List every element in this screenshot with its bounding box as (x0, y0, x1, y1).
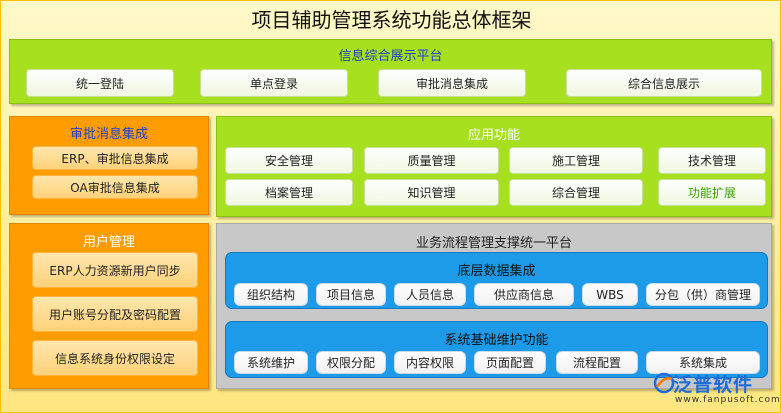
account-password-config-box: 用户账号分配及密码配置 (32, 296, 198, 332)
single-sign-on-box: 单点登录 (200, 69, 348, 97)
general-management-box: 综合管理 (509, 179, 643, 206)
watermark-url: www.fanpusoft.com (675, 395, 781, 405)
supplier-info-box: 供应商信息 (474, 283, 574, 306)
base-data-integration-title: 底层数据集成 (457, 264, 536, 279)
comprehensive-info-display-box: 综合信息展示 (566, 69, 762, 97)
system-maintenance-box: 系统维护 (234, 351, 308, 374)
info-display-platform-title: 信息综合展示平台 (338, 49, 443, 64)
technical-management-box: 技术管理 (658, 147, 766, 174)
watermark-brand-name: 泛普软件 (673, 374, 754, 396)
base-data-integration-panel: 底层数据集成 组织结构 项目信息 人员信息 供应商信息 WBS 分包（供）商管理 (225, 252, 768, 309)
approval-message-integration-box: 审批消息集成 (378, 69, 526, 97)
safety-management-box: 安全管理 (225, 147, 353, 174)
business-process-platform-panel: 业务流程管理支撑统一平台 底层数据集成 组织结构 项目信息 人员信息 供应商信息… (216, 223, 772, 389)
approval-integration-panel: 审批消息集成 ERP、审批信息集成 OA审批信息集成 (9, 116, 209, 215)
user-management-title: 用户管理 (82, 235, 135, 250)
archive-management-box: 档案管理 (225, 179, 353, 206)
content-permission-box: 内容权限 (394, 351, 466, 374)
construction-management-box: 施工管理 (509, 147, 643, 174)
function-extension-box: 功能扩展 (658, 179, 766, 206)
erp-hr-user-sync-box: ERP人力资源新用户同步 (32, 252, 198, 288)
fanpusoft-watermark: 泛普软件 www.fanpusoft.com (653, 370, 781, 412)
wbs-box: WBS (582, 283, 638, 306)
knowledge-management-box: 知识管理 (364, 179, 499, 206)
app-functions-title: 应用功能 (467, 128, 520, 143)
page-config-box: 页面配置 (474, 351, 546, 374)
fanpusoft-logo-icon (653, 372, 675, 394)
identity-permission-setting-box: 信息系统身份权限设定 (32, 340, 198, 376)
unified-login-box: 统一登陆 (26, 69, 174, 97)
user-management-panel: 用户管理 ERP人力资源新用户同步 用户账号分配及密码配置 信息系统身份权限设定 (9, 223, 209, 389)
quality-management-box: 质量管理 (364, 147, 499, 174)
approval-integration-title: 审批消息集成 (69, 127, 148, 142)
personnel-info-box: 人员信息 (394, 283, 466, 306)
page-title: 项目辅助管理系统功能总体框架 (251, 8, 532, 32)
org-structure-box: 组织结构 (234, 283, 308, 306)
subcontractor-management-box: 分包（供）商管理 (646, 283, 760, 306)
workflow-config-box: 流程配置 (556, 351, 638, 374)
system-maintenance-panel: 系统基础维护功能 系统维护 权限分配 内容权限 页面配置 流程配置 系统集成 (225, 321, 768, 378)
business-process-platform-title: 业务流程管理支撑统一平台 (415, 236, 572, 251)
permission-assignment-box: 权限分配 (316, 351, 386, 374)
project-info-box: 项目信息 (316, 283, 386, 306)
app-functions-panel: 应用功能 安全管理 质量管理 施工管理 技术管理 档案管理 知识管理 综合管理 … (216, 116, 772, 217)
system-maintenance-title: 系统基础维护功能 (444, 333, 549, 348)
erp-approval-integration-box: ERP、审批信息集成 (32, 146, 198, 170)
system-integration-box: 系统集成 (646, 351, 760, 374)
oa-approval-integration-box: OA审批信息集成 (32, 175, 198, 199)
info-display-platform-panel: 信息综合展示平台 统一登陆 单点登录 审批消息集成 综合信息展示 (9, 39, 772, 104)
